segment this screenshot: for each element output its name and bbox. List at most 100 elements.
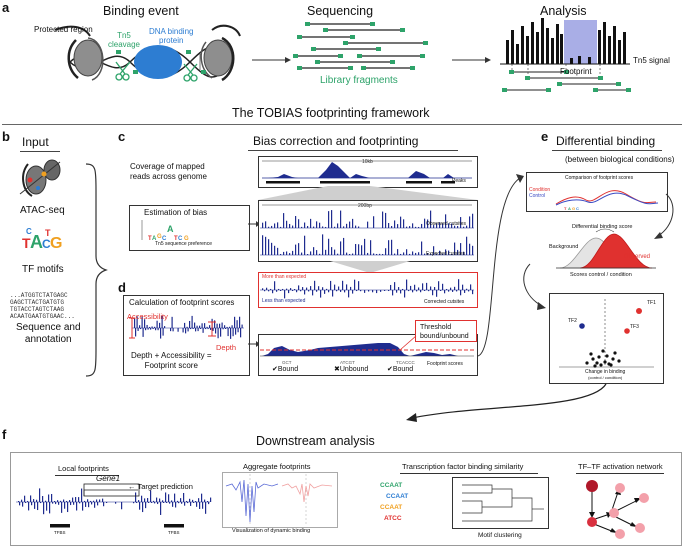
signal-bar bbox=[392, 290, 394, 296]
signal-bar bbox=[67, 502, 69, 513]
expected-bars bbox=[262, 234, 474, 255]
signal-bar bbox=[28, 502, 30, 511]
signal-bar bbox=[298, 219, 300, 228]
signal-bar bbox=[157, 328, 159, 331]
signal-bar bbox=[406, 226, 408, 228]
signal-bar bbox=[162, 500, 164, 502]
aggregate-footprints-label: Aggregate footprints bbox=[243, 462, 311, 471]
signal-bar bbox=[159, 322, 161, 328]
signal-bar bbox=[79, 502, 81, 504]
signal-bar bbox=[178, 502, 180, 504]
signal-bar bbox=[445, 214, 447, 228]
signal-bar bbox=[434, 287, 436, 290]
signal-bar bbox=[182, 328, 184, 333]
signal-bar bbox=[286, 251, 288, 255]
signal-bar bbox=[468, 290, 470, 292]
tfbs-label-1: TFBS bbox=[54, 530, 66, 535]
tf1-label: TF1 bbox=[647, 300, 656, 306]
dendrogram bbox=[462, 484, 544, 522]
signal-bar bbox=[52, 502, 54, 504]
signal-bar bbox=[192, 328, 194, 329]
signal-bar bbox=[215, 328, 217, 334]
signal-bar bbox=[181, 502, 183, 504]
signal-bar bbox=[206, 326, 208, 328]
signal-bar bbox=[346, 223, 348, 228]
signal-bar bbox=[192, 499, 194, 502]
signal-bar bbox=[390, 284, 392, 290]
signal-bar bbox=[201, 323, 203, 328]
signal-bar bbox=[149, 326, 151, 328]
signal-bar bbox=[170, 328, 172, 332]
signal-bar bbox=[436, 223, 438, 228]
framework-divider bbox=[2, 124, 682, 125]
signal-bar bbox=[460, 290, 462, 296]
signal-bar bbox=[274, 281, 276, 290]
signal-bar bbox=[318, 286, 320, 290]
signal-bar bbox=[34, 502, 36, 509]
nucleosome-right bbox=[200, 36, 235, 82]
signal-bar bbox=[18, 500, 20, 502]
signal-bar bbox=[402, 288, 404, 290]
signal-bar bbox=[184, 322, 186, 328]
signal-bar bbox=[145, 502, 147, 509]
cross-icon: ✖ bbox=[334, 366, 340, 373]
signal-bar bbox=[289, 253, 291, 255]
observed-cutsites-label: Observed cutsites bbox=[426, 221, 467, 227]
coverage-track: 10kb bbox=[262, 159, 472, 184]
dna-protein-line2: protein bbox=[159, 36, 184, 45]
signal-bar bbox=[460, 217, 462, 228]
signal-bar bbox=[472, 245, 474, 255]
signal-bar bbox=[60, 500, 62, 502]
sequencing-title: Sequencing bbox=[307, 4, 374, 18]
signal-bar bbox=[54, 500, 56, 502]
signal-bar bbox=[346, 284, 348, 290]
motif-3: CCAAT bbox=[380, 504, 403, 511]
signal-bar bbox=[463, 251, 465, 255]
signal-bar bbox=[57, 500, 59, 502]
signal-bar bbox=[304, 290, 306, 295]
signal-bar bbox=[61, 502, 63, 513]
signal-bar bbox=[278, 288, 280, 290]
signal-bar bbox=[301, 252, 303, 255]
signal-bar bbox=[48, 494, 50, 502]
signal-bar bbox=[37, 502, 39, 511]
signal-bar bbox=[138, 500, 140, 502]
signal-bar bbox=[337, 223, 339, 228]
signal-bar bbox=[452, 290, 454, 292]
input-brace bbox=[85, 163, 108, 377]
signal-bar bbox=[204, 499, 206, 502]
zoom-funnel bbox=[258, 186, 478, 200]
diff-title-underline bbox=[552, 150, 662, 151]
signal-bar bbox=[204, 323, 206, 328]
signal-bar bbox=[331, 247, 333, 255]
comparison-box bbox=[526, 172, 668, 212]
signal-bar bbox=[322, 234, 324, 255]
corrected-bars bbox=[262, 279, 474, 299]
svg-text:A: A bbox=[152, 236, 157, 242]
signal-bar bbox=[436, 253, 438, 255]
signal-bar bbox=[300, 290, 302, 292]
tf-motifs-label: TF motifs bbox=[22, 264, 64, 275]
signal-bar bbox=[409, 253, 411, 255]
signal-bar bbox=[324, 290, 326, 294]
signal-bar bbox=[165, 492, 167, 502]
signal-bar bbox=[69, 500, 71, 502]
signal-bar bbox=[403, 252, 405, 255]
signal-bar bbox=[136, 502, 138, 504]
signal-bar bbox=[207, 500, 209, 502]
seq-line-4: ACAATGAATGTGAAC... bbox=[10, 313, 75, 320]
signal-bar bbox=[185, 328, 187, 334]
signal-bar bbox=[382, 253, 384, 255]
svg-text:G: G bbox=[572, 206, 575, 211]
signal-bar bbox=[463, 226, 465, 228]
signal-bar bbox=[161, 315, 163, 328]
signal-bar bbox=[302, 287, 304, 290]
signal-bar bbox=[144, 498, 146, 502]
signal-bar bbox=[472, 290, 474, 295]
panel-d-letter: d bbox=[118, 280, 126, 295]
comparison-label: Comparison of footprint scores bbox=[565, 175, 634, 181]
observed-label: Observed bbox=[624, 254, 651, 260]
signal-bar bbox=[194, 322, 196, 328]
signal-bar bbox=[466, 225, 468, 228]
signal-bar bbox=[445, 249, 447, 255]
